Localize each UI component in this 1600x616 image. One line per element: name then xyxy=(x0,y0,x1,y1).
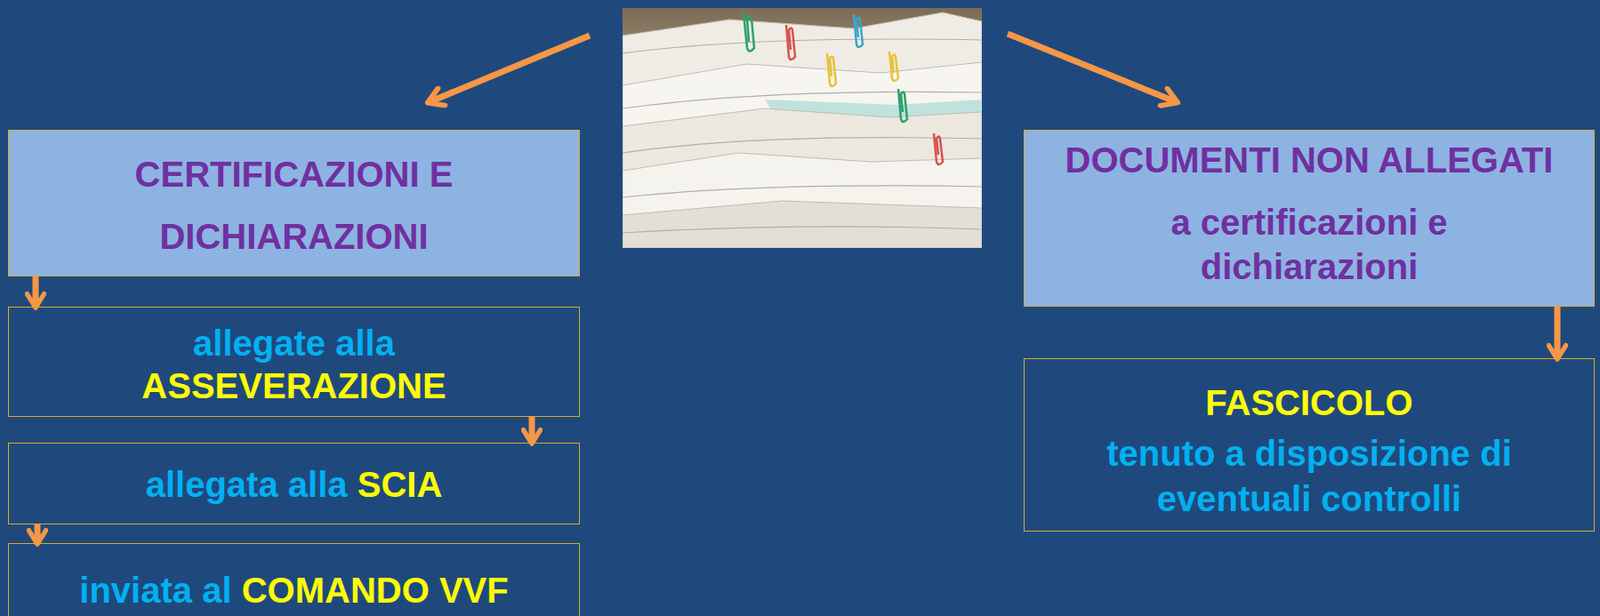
box-text: a certificazioni e dichiarazioni xyxy=(1157,200,1461,290)
box-heading: allegata alla xyxy=(145,463,348,507)
filled-box: CERTIFICAZIONI E DICHIARAZIONI xyxy=(8,129,580,277)
outlined-box: allegate allaASSEVERAZIONE xyxy=(8,306,580,418)
photo-arrow xyxy=(1007,33,1177,103)
paper-edges xyxy=(622,39,982,234)
flow-arrow xyxy=(34,524,41,544)
photo-background xyxy=(622,8,982,249)
box-text: ASSEVERAZIONE xyxy=(17,364,571,408)
filled-box: DOCUMENTI NON ALLEGATI a certificazioni e… xyxy=(1023,129,1595,307)
flow-arrow xyxy=(529,417,536,443)
outlined-box: FASCICOLOtenuto a disposizione di eventu… xyxy=(1023,358,1595,532)
paper-clip xyxy=(827,53,837,87)
box-heading: DOCUMENTI NON ALLEGATI xyxy=(1033,137,1585,183)
outlined-box: allegata allaSCIA xyxy=(8,442,580,525)
paper-clip xyxy=(786,24,796,60)
box-heading: allegate alla xyxy=(17,321,571,365)
flow-arrow xyxy=(32,276,40,307)
photo-arrow xyxy=(428,35,590,103)
paper-stack-photo xyxy=(622,8,982,249)
box-heading: inviata al xyxy=(79,569,232,612)
box-text: tenuto a disposizione di eventuali contr… xyxy=(1104,431,1514,523)
paper-clip xyxy=(889,51,899,81)
box-text: SCIA xyxy=(357,463,443,507)
paper-sheet xyxy=(622,201,982,249)
box-text: COMANDO VVF xyxy=(241,569,509,612)
paper-clip xyxy=(743,12,755,52)
paper-clip xyxy=(933,133,943,165)
outlined-box: inviata alCOMANDO VVF xyxy=(8,543,580,616)
paper-clip xyxy=(898,88,908,122)
box-heading: CERTIFICAZIONI E DICHIARAZIONI xyxy=(17,143,571,268)
box-heading: FASCICOLO xyxy=(1033,380,1585,427)
paper-clip xyxy=(853,14,863,48)
flow-arrow xyxy=(1554,306,1561,359)
